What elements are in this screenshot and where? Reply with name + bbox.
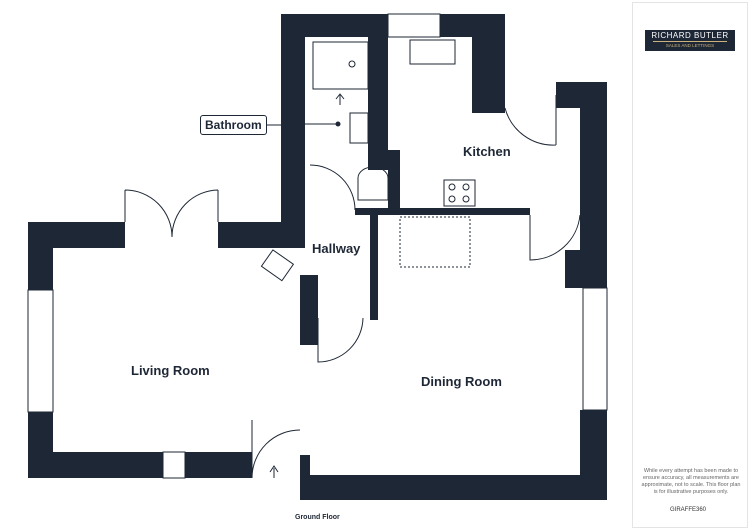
table-outline xyxy=(399,216,471,268)
room-label-living-room: Living Room xyxy=(131,363,210,378)
disclaimer: While every attempt has been made to ens… xyxy=(641,468,741,495)
brand-logo: RICHARD BUTLER SALES AND LETTINGS xyxy=(645,30,735,51)
brand-tagline: SALES AND LETTINGS xyxy=(653,41,727,49)
floor-label: Ground Floor xyxy=(295,514,340,521)
walls xyxy=(28,14,607,500)
kitchen-sink xyxy=(409,39,456,65)
shower-tray xyxy=(312,41,369,90)
room-label-bathroom: Bathroom xyxy=(200,115,267,135)
side-panel xyxy=(632,2,748,528)
hob xyxy=(443,179,476,207)
fireplace xyxy=(260,249,295,282)
credit: GIRAFFE360 xyxy=(670,507,707,513)
doors xyxy=(124,93,581,479)
brand-name: RICHARD BUTLER xyxy=(651,31,729,40)
room-label-kitchen: Kitchen xyxy=(463,144,511,159)
windows xyxy=(27,13,608,479)
bathroom-sink xyxy=(349,112,369,144)
room-label-dining-room: Dining Room xyxy=(421,374,502,389)
toilet xyxy=(357,166,389,201)
floor-plan xyxy=(27,13,608,500)
fixtures xyxy=(257,39,476,282)
room-label-hallway: Hallway xyxy=(312,241,361,256)
